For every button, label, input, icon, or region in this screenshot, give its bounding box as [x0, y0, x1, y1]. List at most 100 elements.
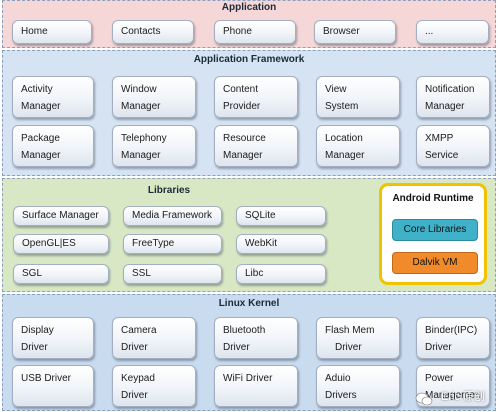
library-label: SGL: [22, 268, 43, 279]
box-line: Manager: [223, 150, 263, 161]
app-item-label: Phone: [223, 26, 252, 37]
box-line: Location: [325, 133, 363, 144]
library-label: OpenGL|ES: [22, 238, 76, 249]
box-line: Driver: [223, 342, 250, 353]
app-item-contacts: Contacts: [112, 20, 194, 44]
android-runtime-panel: Android Runtime Core Libraries Dalvik VM: [379, 183, 487, 285]
box-line: Manager: [21, 150, 61, 161]
library-label: Media Framework: [132, 210, 213, 221]
app-item-label: Browser: [323, 26, 360, 37]
core-libraries-box: Core Libraries: [392, 219, 478, 241]
box-line: Driver: [335, 342, 362, 353]
app-item-label: Contacts: [121, 26, 161, 37]
box-line: Telephony: [121, 133, 167, 144]
box-line: Display: [21, 325, 54, 336]
library-label: WebKit: [245, 238, 278, 249]
library-sgl: SGL: [13, 264, 109, 284]
box-line: Binder(IPC): [425, 325, 478, 336]
box-line: Aduio: [325, 373, 351, 384]
box-line: Drivers: [325, 390, 357, 401]
box-line: Window: [121, 84, 157, 95]
driver-binder-ipc: Binder(IPC) Driver: [416, 317, 490, 359]
library-label: Libc: [245, 268, 264, 279]
box-line: Driver: [21, 342, 48, 353]
library-label: SSL: [132, 268, 151, 279]
app-item-label: Home: [21, 26, 48, 37]
watermark-text: Eric 原创: [441, 391, 485, 403]
app-item-browser: Browser: [314, 20, 396, 44]
library-opengl-es: OpenGL|ES: [13, 234, 109, 254]
library-ssl: SSL: [123, 264, 222, 284]
box-line: Manager: [21, 101, 61, 112]
framework-layer-title: Application Framework: [193, 54, 305, 65]
kernel-layer-title: Linux Kernel: [218, 298, 280, 309]
box-line: Content: [223, 84, 259, 95]
box-line: View: [325, 84, 347, 95]
libraries-layer-title: Libraries: [147, 185, 191, 196]
box-line: Activity: [21, 84, 53, 95]
box-line: Driver: [121, 342, 148, 353]
app-item-more: ...: [416, 20, 489, 44]
library-sqlite: SQLite: [236, 206, 326, 226]
library-label: SQLite: [245, 210, 276, 221]
box-line: Bluetooth: [223, 325, 266, 336]
driver-usb: USB Driver: [12, 365, 94, 407]
box-line: Manager: [425, 101, 465, 112]
library-libc: Libc: [236, 264, 326, 284]
box-line: Driver: [121, 390, 148, 401]
library-freetype: FreeType: [123, 234, 222, 254]
box-line: Service: [425, 150, 459, 161]
box-line: Power: [425, 373, 454, 384]
library-label: Surface Manager: [22, 210, 99, 221]
library-surface-manager: Surface Manager: [13, 206, 109, 226]
application-layer-title: Application: [221, 2, 277, 13]
box-line: Camera: [121, 325, 157, 336]
box-line: USB Driver: [21, 373, 72, 384]
box-line: Notification: [425, 84, 475, 95]
box-line: Flash Mem: [325, 325, 375, 336]
box-line: Managemen: [425, 390, 481, 401]
libraries-layer: Libraries Surface Manager Media Framewor…: [2, 178, 496, 292]
library-label: FreeType: [132, 238, 175, 249]
application-layer: Application Home Contacts Phone Browser …: [2, 0, 496, 48]
box-line: Keypad: [121, 373, 155, 384]
android-runtime-title: Android Runtime: [392, 193, 474, 204]
driver-wifi: WiFi Driver: [214, 365, 298, 407]
app-item-label: ...: [425, 26, 434, 37]
app-item-phone: Phone: [214, 20, 296, 44]
box-line: Provider: [223, 101, 261, 112]
app-item-home: Home: [12, 20, 92, 44]
box-line: Resource: [223, 133, 266, 144]
box-line: Manager: [325, 150, 365, 161]
library-media-framework: Media Framework: [123, 206, 222, 226]
box-line: WiFi Driver: [223, 373, 273, 384]
box-line: Manager: [121, 150, 161, 161]
box-line: XMPP: [425, 133, 454, 144]
box-line: Driver: [425, 342, 452, 353]
box-line: Package: [21, 133, 60, 144]
box-line: Manager: [121, 101, 161, 112]
library-webkit: WebKit: [236, 234, 326, 254]
framework-item-xmpp-service: XMPP Service: [416, 125, 490, 167]
wechat-icon: [415, 392, 433, 406]
box-line: System: [325, 101, 359, 112]
dalvik-vm-box: Dalvik VM: [392, 252, 478, 274]
